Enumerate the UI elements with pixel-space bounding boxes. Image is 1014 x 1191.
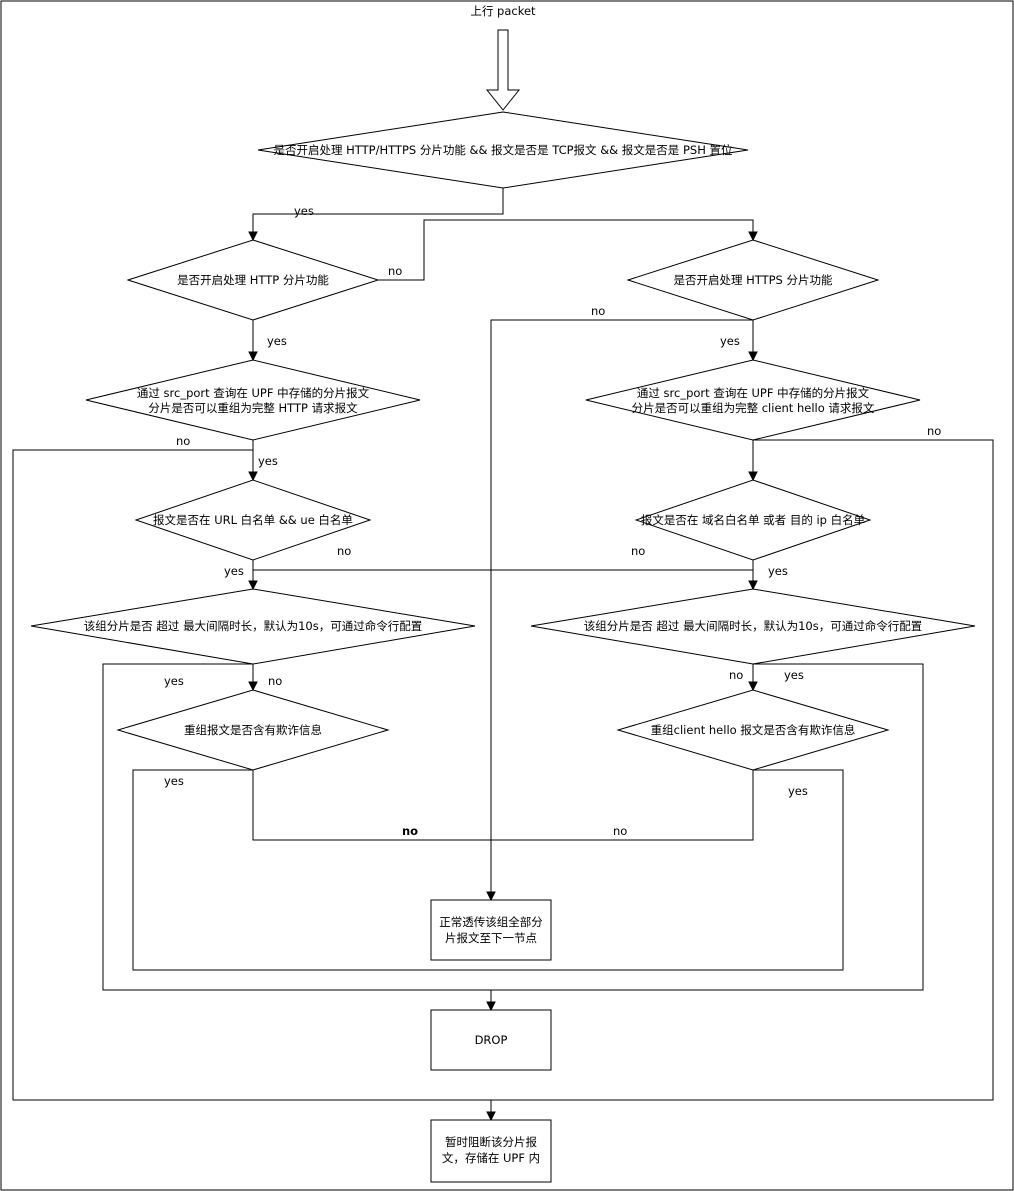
process-hold-label-2: 文，存储在 UPF 内 — [442, 1151, 540, 1165]
edge-label: no — [402, 824, 418, 838]
arrowhead — [748, 580, 758, 591]
decision-http-timeout-label: 该组分片是否 超过 最大间隔时长，默认为10s，可通过命令行配置 — [84, 619, 422, 633]
edge-label: no — [176, 434, 190, 448]
edge-https-no — [490, 319, 753, 894]
edge-top-yes — [252, 188, 504, 234]
decision-http-enabled-label: 是否开启处理 HTTP 分片功能 — [177, 273, 329, 287]
edge-label: yes — [258, 454, 278, 468]
process-forward — [430, 899, 552, 961]
edge-label: yes — [788, 784, 808, 798]
arrowhead — [486, 891, 496, 902]
decision-segmentation-enabled-label: 是否开启处理 HTTP/HTTPS 分片功能 && 报文是否是 TCP报文 &&… — [274, 143, 733, 157]
edge-label: yes — [720, 334, 740, 348]
edge-label: no — [631, 544, 645, 558]
edge-label: no — [388, 264, 402, 278]
edge-label: no — [927, 424, 941, 438]
decision-http-timeout — [30, 588, 476, 665]
edge-labels: yes no no yes yes no yes no no no yes ye… — [164, 204, 941, 838]
edge-fraud-yes — [132, 769, 844, 971]
decision-https-enabled-label: 是否开启处理 HTTPS 分片功能 — [673, 273, 833, 287]
arrowhead — [248, 471, 258, 482]
decision-https-reassemble — [585, 359, 921, 441]
edge-label: no — [337, 544, 351, 558]
arrowhead — [748, 351, 758, 362]
arrowhead — [248, 681, 258, 692]
process-drop-label: DROP — [475, 1033, 508, 1047]
decision-https-timeout-label: 该组分片是否 超过 最大间隔时长，默认为10s，可通过命令行配置 — [584, 619, 922, 633]
decision-https-fraud — [616, 689, 890, 771]
arrowhead — [748, 681, 758, 692]
decision-https-reassemble-label-2: 分片是否可以重组为完整 client hello 请求报文 — [632, 401, 875, 415]
decision-http-reassemble-label-2: 分片是否可以重组为完整 HTTP 请求报文 — [148, 401, 358, 415]
decision-https-whitelist — [634, 479, 872, 561]
decision-http-reassemble-label-1: 通过 src_port 查询在 UPF 中存储的分片报文 — [137, 386, 370, 400]
process-forward-label-1: 正常透传该组全部分 — [439, 915, 543, 929]
arrowhead — [748, 471, 758, 482]
edge-timeout-yes — [102, 663, 924, 991]
decision-http-fraud-label: 重组报文是否含有欺诈信息 — [184, 723, 322, 737]
edge-label: no — [591, 304, 605, 318]
edge-label: yes — [784, 668, 804, 682]
arrowhead — [486, 1001, 496, 1012]
arrowhead — [248, 231, 258, 242]
connectors — [12, 188, 994, 1114]
edge-http-reassemble-no — [12, 439, 994, 1101]
arrowhead — [248, 351, 258, 362]
process-forward-label-2: 片报文至下一节点 — [445, 931, 537, 945]
decision-https-fraud-label: 重组client hello 报文是否含有欺诈信息 — [651, 723, 856, 737]
decision-https-timeout — [530, 588, 976, 665]
decision-http-enabled — [126, 239, 380, 321]
edge-label: no — [729, 668, 743, 682]
arrowhead — [486, 1111, 496, 1122]
process-hold-label-1: 暂时阻断该分片报 — [445, 1135, 537, 1149]
decision-http-whitelist-label: 报文是否在 URL 白名单 && ue 白名单 — [153, 513, 353, 527]
edge-http-no — [378, 219, 754, 281]
edge-fraud-no — [252, 770, 754, 841]
decision-http-fraud — [116, 689, 390, 771]
edge-label: yes — [224, 564, 244, 578]
decision-http-reassemble — [85, 359, 421, 441]
arrowheads — [248, 231, 758, 1122]
decision-https-whitelist-label: 报文是否在 域名白名单 或者 目的 ip 白名单 — [641, 513, 865, 527]
decision-https-reassemble-label-1: 通过 src_port 查询在 UPF 中存储的分片报文 — [637, 386, 870, 400]
edge-label: yes — [164, 674, 184, 688]
arrowhead — [748, 231, 758, 242]
process-drop — [430, 1009, 552, 1071]
arrowhead — [248, 580, 258, 591]
edge-label: yes — [294, 204, 314, 218]
edge-label: no — [268, 674, 282, 688]
decision-segmentation-enabled — [257, 111, 749, 189]
decision-http-whitelist — [134, 479, 372, 561]
edge-label: no — [613, 824, 627, 838]
edge-label: yes — [267, 334, 287, 348]
entry-arrow — [485, 29, 521, 111]
flow-title: 上行 packet — [470, 4, 536, 18]
decision-https-enabled — [626, 239, 880, 321]
edge-label: yes — [164, 774, 184, 788]
process-hold — [430, 1119, 552, 1183]
edge-label: yes — [768, 564, 788, 578]
